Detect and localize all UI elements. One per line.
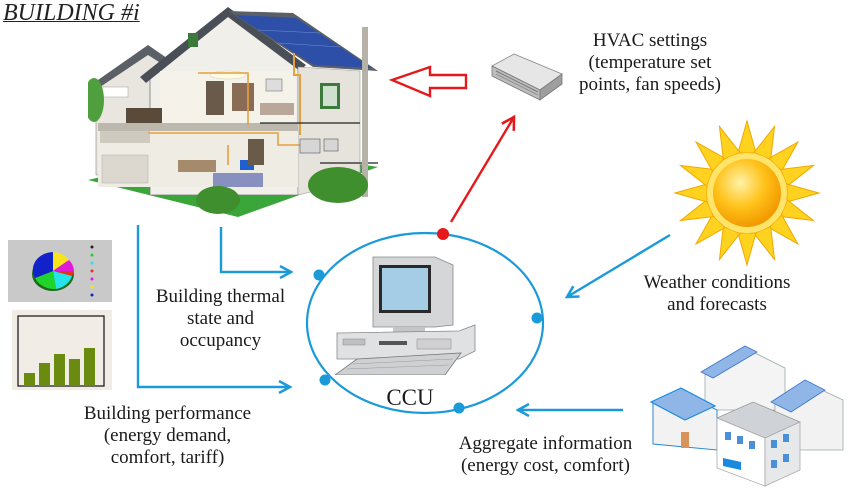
performance-label-line-1: Building performance — [83, 403, 252, 424]
performance-label-line-3: comfort, tariff) — [110, 447, 225, 468]
ring-node-right — [531, 312, 543, 324]
house-icon — [88, 7, 378, 217]
aggregate-label-line-1: Aggregate information — [458, 433, 633, 454]
thermal-state-label: Building thermal state and occupancy — [143, 286, 298, 352]
sun-ray — [694, 214, 726, 246]
sun-ray — [768, 140, 800, 172]
sun-ray — [737, 232, 757, 267]
pie-chart-thumbnail — [8, 240, 112, 302]
sun-ray — [673, 183, 708, 203]
sun-ray — [786, 183, 821, 203]
sun-ray — [768, 214, 800, 246]
sun-icon — [673, 119, 821, 267]
solar-buildings-icon — [649, 345, 844, 487]
sun-ray — [779, 164, 816, 187]
thermal-state-arrow — [219, 227, 291, 272]
ring-node-left-upper — [313, 269, 325, 281]
weather-arrow — [567, 233, 671, 297]
ccu-ring — [305, 231, 545, 415]
air-conditioner-icon — [491, 53, 563, 101]
weather-label-line-2: and forecasts — [667, 294, 767, 315]
control-arrow-to-hvac — [449, 117, 514, 223]
thermal-label-line-3: occupancy — [179, 330, 262, 351]
thermal-label-line-2: state and — [186, 308, 254, 329]
sun-ray — [694, 140, 726, 172]
aggregate-label-line-2: (energy cost, comfort) — [460, 455, 630, 476]
weather-label: Weather conditions and forecasts — [612, 272, 822, 316]
hvac-label-line-3: points, fan speeds) — [579, 74, 721, 95]
ccu-label: CCU — [386, 385, 434, 410]
performance-arrow — [136, 225, 290, 387]
sun-ray — [779, 199, 816, 222]
hvac-label-line-1: HVAC settings — [592, 30, 708, 51]
weather-label-line-1: Weather conditions — [643, 272, 791, 293]
thermal-label-line-1: Building thermal — [155, 286, 286, 307]
hvac-label-line-2: (temperature set — [588, 52, 712, 73]
hvac-to-house-arrow — [388, 65, 468, 98]
desktop-computer-icon — [335, 256, 476, 375]
bar-chart-thumbnail — [12, 310, 112, 390]
performance-label-line-2: (energy demand, — [103, 425, 232, 446]
building-performance-label: Building performance (energy demand, com… — [55, 403, 280, 469]
sun-ray — [737, 119, 757, 154]
sun-ray — [678, 164, 715, 187]
ring-node-bottom — [453, 402, 465, 414]
ring-node-top-control — [437, 228, 449, 240]
hvac-settings-label: HVAC settings (temperature set points, f… — [525, 30, 775, 96]
aggregate-information-label: Aggregate information (energy cost, comf… — [428, 433, 663, 477]
sun-ray — [678, 199, 715, 222]
ring-node-left-lower — [319, 374, 331, 386]
building-title: BUILDING #i — [3, 0, 140, 26]
